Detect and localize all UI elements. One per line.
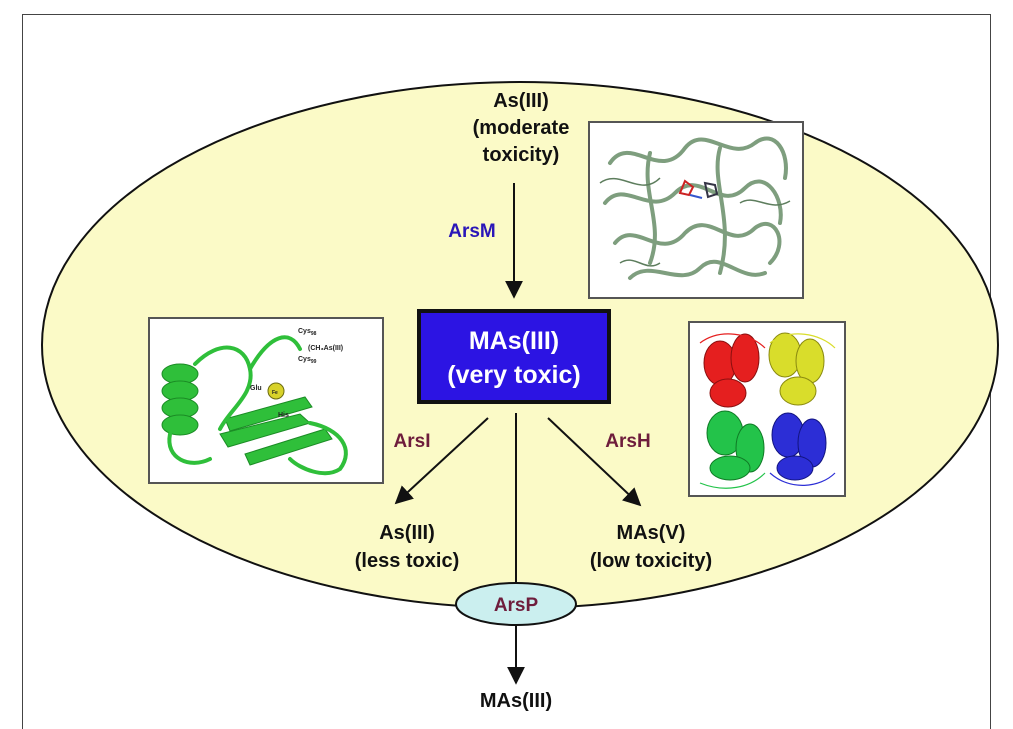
arsi-ligand-label: (CH₃As(III) — [308, 345, 343, 352]
arsh-arrow — [547, 417, 642, 507]
arsm-structure-image — [588, 121, 804, 299]
mas3-box — [417, 309, 611, 404]
arsi-ribbon-illustration: Cys98 (CH₃As(III) Cys99 Glu Fe His — [161, 328, 348, 476]
low-toxicity-product-label: MAs(V) (low toxicity) — [590, 522, 712, 572]
arsh-label: ArsH — [605, 431, 650, 452]
svg-text:MAs(V): MAs(V) — [617, 522, 686, 544]
arsi-cys-b-label: Cys99 — [298, 356, 317, 365]
svg-text:(very toxic): (very toxic) — [447, 361, 580, 389]
arsi-cys-a-label: Cys98 — [298, 328, 317, 337]
arsp-transporter — [455, 582, 577, 626]
substrate-label: As(III) (moderate toxicity) — [473, 90, 570, 166]
svg-text:toxicity): toxicity) — [483, 144, 560, 166]
mas3-label: MAs(III) (very toxic) — [447, 327, 580, 389]
arsp-label: ArsP — [494, 595, 539, 616]
exported-label: MAs(III) — [480, 690, 552, 712]
svg-text:(low toxicity): (low toxicity) — [590, 550, 712, 572]
arsi-arrow — [394, 417, 489, 505]
arsi-label: ArsI — [394, 431, 431, 452]
arsh-ribbon-illustration — [699, 332, 836, 489]
arsi-metal-label: Fe — [272, 390, 278, 396]
arsh-structure-image — [688, 321, 846, 497]
svg-text:(moderate: (moderate — [473, 117, 570, 139]
svg-text:As(III): As(III) — [493, 90, 549, 112]
less-toxic-product-label: As(III) (less toxic) — [355, 522, 459, 572]
arsi-structure-image: Cys98 (CH₃As(III) Cys99 Glu Fe His — [148, 317, 384, 484]
arsm-ribbon-illustration — [599, 136, 791, 280]
svg-text:As(III): As(III) — [379, 522, 435, 544]
arsi-his-label: His — [278, 412, 289, 419]
svg-text:MAs(III): MAs(III) — [469, 327, 559, 355]
arsm-label: ArsM — [448, 221, 496, 242]
arsi-glu-label: Glu — [250, 385, 262, 392]
svg-text:(less toxic): (less toxic) — [355, 550, 459, 572]
